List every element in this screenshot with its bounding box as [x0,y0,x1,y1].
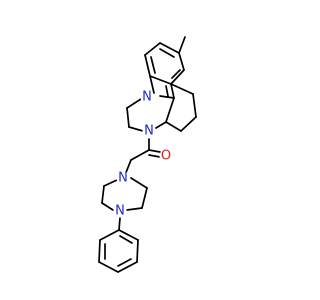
bond-benzo-double-a [159,48,175,58]
bond-benzo-1 [159,42,180,54]
bond-cyclo-2 [192,93,197,118]
bond-pyrrole-double [165,85,169,97]
bond-ring-2 [126,107,130,128]
bond-ph-4 [117,261,138,273]
bond-benzo-2 [144,42,161,56]
bond-benzo-6 [178,52,185,71]
bond-ph-5 [136,239,139,263]
bond-cyclo-1 [170,83,194,95]
bond-carbonyl-2 [148,154,161,158]
bond-pyrrole-3 [170,83,175,99]
atom-label-n-indole: N [142,90,152,105]
bond-pip-1 [130,177,148,189]
bond-pyrrole-2 [159,95,175,99]
bond-ph-double-c [119,235,133,244]
bond-methyl [178,36,186,54]
atom-label-o-carbonyl: O [161,149,171,164]
atom-n-piperazine-1: N [116,171,130,186]
atom-label-n-piperazine-1: N [118,171,128,186]
atom-label-n-piperazine-4: N [115,204,125,219]
bonds [98,36,197,273]
bond-pip-2 [141,187,148,209]
bond-benzo-double-c [171,69,181,79]
bond-ring-3 [128,126,144,132]
molecule-structure-diagram: N N O N N [98,36,197,273]
bond-ph-double-b [117,258,132,267]
bond-benzo-5 [170,69,185,85]
bond-cyclo-3 [180,116,197,132]
bond-acyl-ch2 [130,149,150,161]
bond-ph-3 [98,261,119,273]
bond-n-phenyl [118,217,121,231]
bond-pyrrole-1 [149,75,155,94]
atom-label-n-amide: N [144,124,154,139]
atom-labels: N N O N N [113,90,173,219]
bond-ph-6 [118,229,139,241]
atom-n-piperazine-4: N [113,204,127,219]
bond-ring-4 [155,121,167,129]
bond-ph-2 [98,239,101,263]
bond-cyclo-4 [165,121,182,132]
atom-n-amide: N [142,124,156,139]
bond-cyclo-5 [165,97,175,123]
bond-carbonyl-1 [148,149,161,153]
bond-pip-4 [101,202,114,211]
bond-benzo-double-b [150,56,156,74]
atom-n-indole: N [140,90,154,105]
bond-benzo-4 [149,75,172,85]
bond-benzo-3 [144,54,151,77]
atom-o-carbonyl: O [159,149,173,164]
bond-ph-1 [99,229,120,241]
bond-pip-5 [101,185,105,204]
bond-pip-3 [126,207,143,211]
bond-pip-6 [103,179,118,187]
